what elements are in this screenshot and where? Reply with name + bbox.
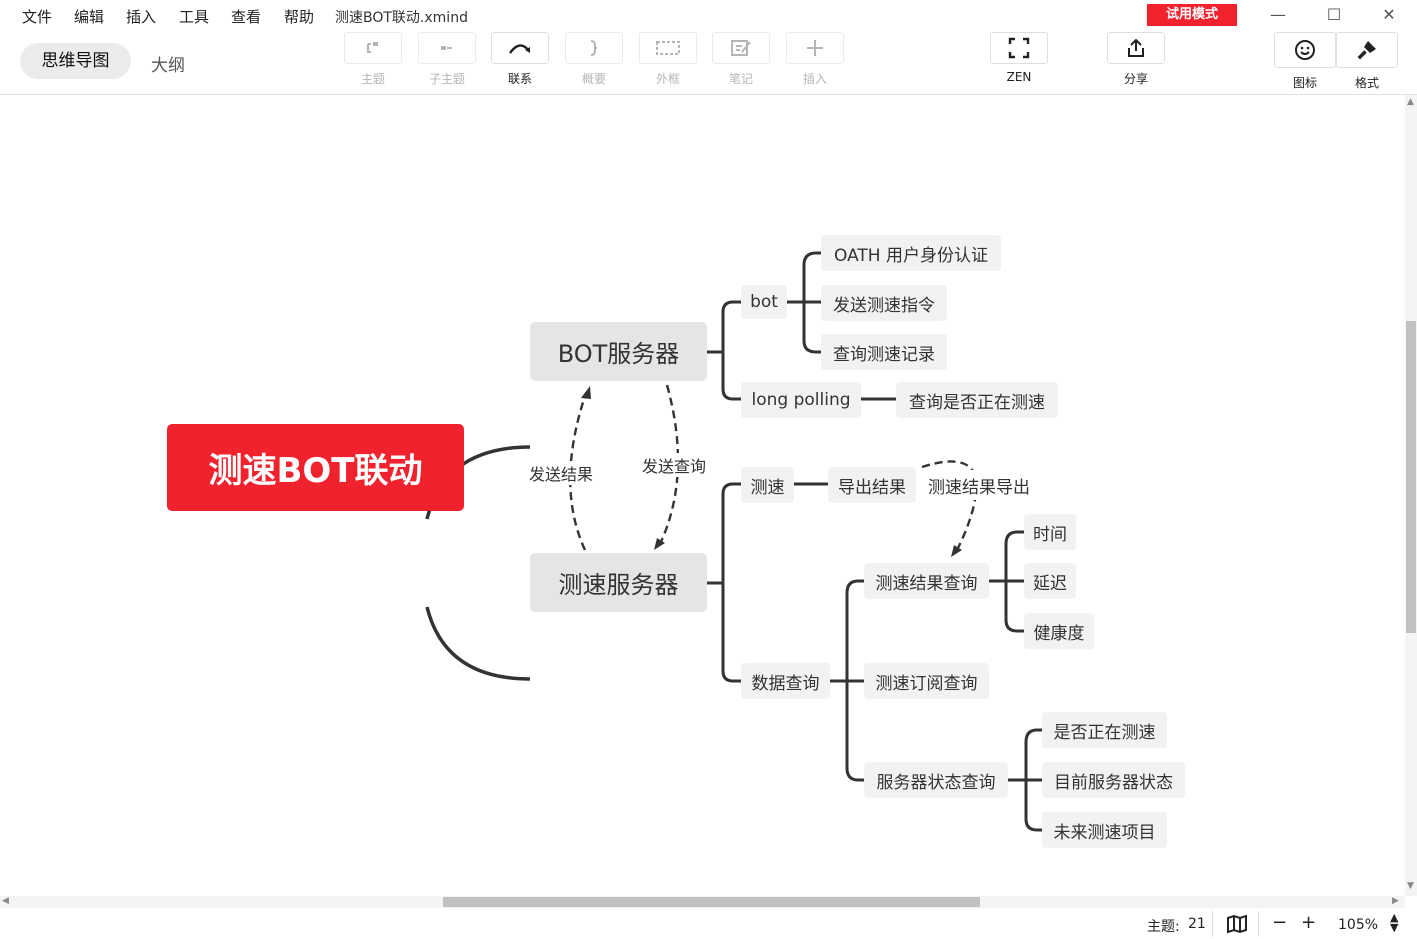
scroll-left-icon[interactable]: ◀ — [2, 896, 9, 906]
relationship-label-send-query[interactable]: 发送查询 — [642, 453, 707, 477]
summary-button[interactable]: 概要 — [565, 32, 623, 90]
zen-button[interactable]: ZEN — [990, 32, 1048, 90]
boundary-button[interactable]: 外框 — [639, 32, 697, 90]
summary-icon — [565, 32, 623, 64]
topic-status-query[interactable]: 服务器状态查询 — [864, 762, 1008, 798]
vertical-scrollbar[interactable]: ▲ ▼ — [1405, 95, 1417, 896]
vertical-scroll-thumb[interactable] — [1406, 321, 1416, 633]
format-panel-button[interactable]: 格式 — [1336, 32, 1398, 90]
topic-long-polling[interactable]: long polling — [741, 382, 861, 418]
tab-outline[interactable]: 大纲 — [151, 56, 185, 76]
zen-label: ZEN — [1006, 70, 1032, 84]
menu-view[interactable]: 查看 — [231, 8, 262, 26]
smiley-icon — [1274, 32, 1336, 68]
subtopic-icon — [418, 32, 476, 64]
topic-latency[interactable]: 延迟 — [1024, 563, 1076, 599]
topic-query-testing[interactable]: 查询是否正在测速 — [896, 382, 1058, 418]
topic-icon — [344, 32, 402, 64]
topic-data-query[interactable]: 数据查询 — [741, 663, 830, 699]
status-bar: 主题: 21 − + 105% ▲▼ — [0, 909, 1417, 939]
topic-bot[interactable]: bot — [741, 285, 787, 319]
subtopic-label: 子主题 — [428, 72, 465, 86]
title-bar: 文件 编辑 插入 工具 查看 帮助 测速BOT联动.xmind 试用模式 — ☐… — [0, 0, 1417, 30]
share-icon — [1107, 32, 1165, 64]
share-label: 分享 — [1123, 72, 1148, 86]
menu-edit[interactable]: 编辑 — [74, 8, 105, 26]
menu-file[interactable]: 文件 — [22, 8, 53, 26]
document-title: 测速BOT联动.xmind — [335, 10, 468, 26]
format-panel-label: 格式 — [1354, 76, 1379, 90]
relationship-label: 联系 — [507, 72, 532, 86]
brush-icon — [1336, 32, 1398, 68]
trial-mode-badge[interactable]: 试用模式 — [1147, 4, 1237, 26]
maximize-button[interactable]: ☐ — [1326, 5, 1342, 24]
topic-health[interactable]: 健康度 — [1024, 613, 1094, 649]
close-button[interactable]: ✕ — [1382, 5, 1396, 24]
root-topic[interactable]: 测速BOT联动 — [167, 424, 464, 511]
scroll-down-icon[interactable]: ▼ — [1407, 881, 1414, 891]
scroll-up-icon[interactable]: ▲ — [1407, 97, 1414, 107]
mindmap-canvas[interactable]: 测速BOT联动 BOT服务器 测速服务器 bot OATH 用户身份认证 发送测… — [0, 95, 1405, 896]
icon-panel-label: 图标 — [1292, 76, 1317, 90]
zoom-in-button[interactable]: + — [1301, 912, 1317, 933]
view-switch: 思维导图 — [20, 43, 131, 79]
toolbar: 思维导图 大纲 主题 子主题 联系 概要 外框 笔记 — [0, 30, 1417, 95]
boundary-label: 外框 — [655, 72, 680, 86]
topic-time[interactable]: 时间 — [1024, 514, 1076, 550]
minimize-button[interactable]: — — [1270, 5, 1286, 24]
floating-topic-speed-export[interactable]: 测速结果导出 — [922, 470, 1036, 500]
plus-icon — [786, 32, 844, 64]
topic-current-status[interactable]: 目前服务器状态 — [1042, 762, 1185, 798]
menu-insert[interactable]: 插入 — [126, 8, 157, 26]
zoom-stepper-icon[interactable]: ▲▼ — [1390, 911, 1399, 934]
topic-future-items[interactable]: 未来测速项目 — [1042, 812, 1167, 848]
summary-label: 概要 — [581, 72, 606, 86]
topic-speed-server[interactable]: 测速服务器 — [530, 553, 707, 612]
note-icon — [712, 32, 770, 64]
horizontal-scroll-thumb[interactable] — [443, 897, 980, 907]
boundary-icon — [639, 32, 697, 64]
topic-export-result[interactable]: 导出结果 — [828, 467, 916, 503]
horizontal-scrollbar[interactable]: ◀ ▶ — [0, 896, 1405, 908]
topic-is-testing[interactable]: 是否正在测速 — [1042, 712, 1167, 748]
topic-result-query[interactable]: 测速结果查询 — [864, 563, 989, 599]
tab-mindmap[interactable]: 思维导图 — [41, 51, 110, 71]
topic-subscription-query[interactable]: 测速订阅查询 — [864, 663, 989, 699]
relationship-label-send-result[interactable]: 发送结果 — [529, 461, 594, 485]
topic-oath[interactable]: OATH 用户身份认证 — [821, 235, 1001, 271]
zoom-level[interactable]: 105% — [1338, 917, 1379, 933]
topic-label: 主题 — [360, 72, 385, 86]
topic-send-command[interactable]: 发送测速指令 — [821, 285, 947, 321]
note-button[interactable]: 笔记 — [712, 32, 770, 90]
topic-speed[interactable]: 测速 — [741, 467, 794, 503]
note-label: 笔记 — [728, 72, 753, 86]
relationship-icon — [491, 32, 549, 64]
zoom-out-button[interactable]: − — [1272, 912, 1288, 933]
topic-count-label: 主题: — [1147, 919, 1180, 935]
topic-query-record[interactable]: 查询测速记录 — [821, 334, 947, 370]
subtopic-button[interactable]: 子主题 — [418, 32, 476, 90]
icon-panel-button[interactable]: 图标 — [1274, 32, 1336, 90]
topic-count: 21 — [1188, 916, 1206, 932]
insert-button[interactable]: 插入 — [786, 32, 844, 90]
map-icon[interactable] — [1226, 914, 1248, 938]
insert-label: 插入 — [802, 72, 827, 86]
relationship-button[interactable]: 联系 — [491, 32, 549, 90]
scroll-right-icon[interactable]: ▶ — [1392, 896, 1399, 906]
menu-help[interactable]: 帮助 — [284, 8, 315, 26]
topic-button[interactable]: 主题 — [344, 32, 402, 90]
menu-tools[interactable]: 工具 — [179, 8, 210, 26]
status-divider — [1212, 911, 1213, 937]
topic-bot-server[interactable]: BOT服务器 — [530, 322, 707, 381]
share-button[interactable]: 分享 — [1107, 32, 1165, 90]
status-divider — [1258, 911, 1259, 937]
fullscreen-icon — [990, 32, 1048, 64]
